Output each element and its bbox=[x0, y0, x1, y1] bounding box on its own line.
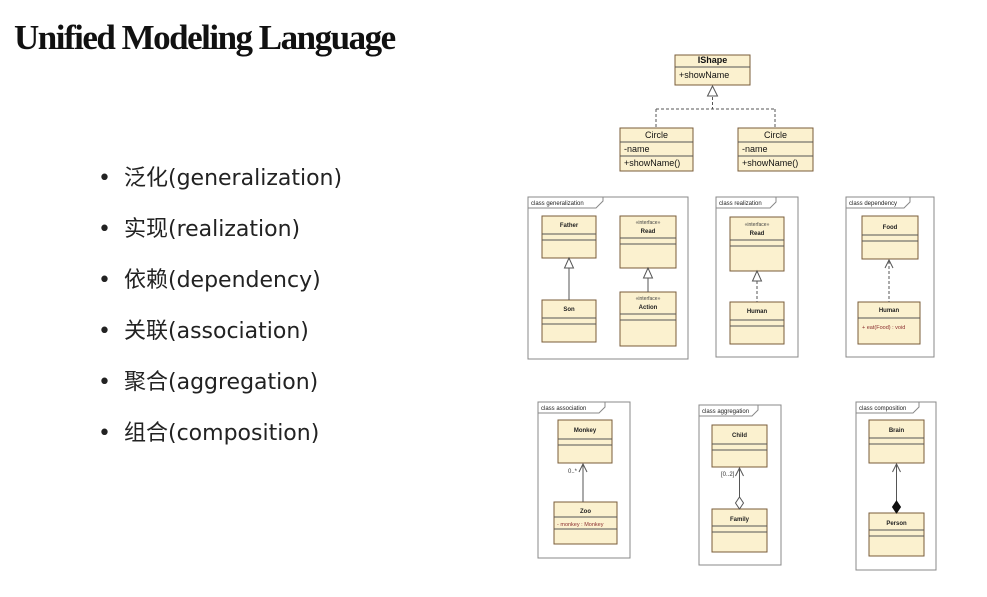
class-name: Human bbox=[747, 309, 768, 315]
read-interface-box: «interface» Read bbox=[619, 215, 677, 269]
class-field: -name bbox=[742, 144, 768, 154]
bullet-icon: • bbox=[98, 319, 111, 344]
panel-title: class aggregation bbox=[702, 409, 749, 415]
aggregation-arrowhead-icon bbox=[735, 466, 744, 477]
bullet-icon: • bbox=[98, 166, 111, 191]
class-name: Brain bbox=[889, 428, 905, 434]
list-item: • 关联(association) bbox=[98, 313, 342, 364]
human-class-box: Human bbox=[729, 301, 785, 345]
panel-title: class dependency bbox=[849, 201, 897, 207]
panel-dependency: class dependency Food Human + eat(Food) … bbox=[845, 196, 935, 358]
human-class-box: Human + eat(Food) : void bbox=[857, 301, 921, 345]
child-class-box: Child bbox=[711, 424, 768, 468]
class-field: -name bbox=[624, 144, 650, 154]
class-name: Person bbox=[886, 521, 907, 527]
page-title: Unified Modeling Language bbox=[14, 18, 396, 57]
class-operation: + eat(Food) : void bbox=[862, 325, 905, 331]
brain-class-box: Brain bbox=[868, 419, 925, 464]
class-name: Circle bbox=[764, 130, 787, 140]
bullet-icon: • bbox=[98, 268, 111, 293]
panel-association: class association Monkey Zoo - monkey : … bbox=[537, 401, 631, 559]
class-name: Zoo bbox=[580, 509, 591, 515]
class-name: Read bbox=[641, 229, 656, 235]
panel-title: class association bbox=[541, 406, 586, 412]
food-class-box: Food bbox=[861, 215, 919, 260]
class-name: Family bbox=[730, 517, 750, 523]
circle-class-box-right: Circle -name +showName() bbox=[737, 127, 814, 172]
bullet-icon: • bbox=[98, 370, 111, 395]
panel-composition: class composition Brain Person bbox=[855, 401, 937, 571]
zoo-class-box: Zoo - monkey : Monkey bbox=[553, 501, 618, 545]
person-class-box: Person bbox=[868, 512, 925, 557]
panel-realization: class realization «interface» Read Human bbox=[715, 196, 799, 358]
class-method: +showName bbox=[679, 70, 729, 80]
class-name: IShape bbox=[698, 55, 728, 65]
class-stereotype: «interface» bbox=[636, 296, 661, 302]
class-method: +showName() bbox=[624, 158, 680, 168]
class-name: Child bbox=[732, 433, 747, 439]
read-interface-box: «interface» Read bbox=[729, 216, 785, 272]
father-class-box: Father bbox=[541, 215, 597, 259]
generalization-arrowhead-icon bbox=[642, 266, 654, 279]
action-interface-box: «interface» Action bbox=[619, 291, 677, 347]
circle-class-box-left: Circle -name +showName() bbox=[619, 127, 694, 172]
class-name: Action bbox=[639, 305, 658, 311]
panel-aggregation: class aggregation Child Family [0..2] bbox=[698, 404, 782, 566]
relationship-list: • 泛化(generalization) • 实现(realization) • 依赖… bbox=[98, 160, 342, 466]
class-method: +showName() bbox=[742, 158, 798, 168]
family-class-box: Family bbox=[711, 508, 768, 553]
ishape-class-box: IShape +showName bbox=[674, 54, 751, 86]
panel-title: class composition bbox=[859, 406, 906, 412]
list-item-label: 实现(realization) bbox=[124, 217, 301, 242]
panel-generalization: class generalization Father Son «interfa… bbox=[527, 196, 689, 360]
multiplicity-label: [0..2] bbox=[721, 472, 735, 478]
multiplicity-label: 0..* bbox=[568, 469, 578, 475]
list-item: • 依赖(dependency) bbox=[98, 262, 342, 313]
list-item: • 聚合(aggregation) bbox=[98, 364, 342, 415]
panel-title: class generalization bbox=[531, 201, 584, 207]
ishape-diagram: IShape +showName Circle -name +showName(… bbox=[619, 54, 814, 172]
list-item: • 泛化(generalization) bbox=[98, 160, 342, 211]
class-name: Father bbox=[560, 223, 579, 229]
dependency-arrowhead-icon bbox=[884, 258, 894, 269]
bullet-icon: • bbox=[98, 421, 111, 446]
class-name: Human bbox=[879, 308, 900, 314]
bullet-icon: • bbox=[98, 217, 111, 242]
list-item-label: 组合(composition) bbox=[124, 421, 320, 446]
son-class-box: Son bbox=[541, 299, 597, 343]
realization-connector bbox=[655, 97, 776, 128]
class-stereotype: «interface» bbox=[636, 220, 661, 226]
composition-arrowhead-icon bbox=[892, 462, 901, 473]
realization-arrowhead-icon bbox=[706, 84, 719, 97]
generalization-arrowhead-icon bbox=[563, 256, 575, 269]
list-item-label: 依赖(dependency) bbox=[124, 268, 321, 293]
aggregation-diamond-icon bbox=[734, 496, 745, 510]
class-name: Monkey bbox=[574, 428, 597, 434]
monkey-class-box: Monkey bbox=[557, 419, 613, 464]
association-arrowhead-icon bbox=[578, 462, 588, 473]
class-name: Son bbox=[563, 307, 575, 313]
list-item: • 实现(realization) bbox=[98, 211, 342, 262]
class-stereotype: «interface» bbox=[745, 222, 770, 228]
realization-arrowhead-icon bbox=[751, 269, 763, 282]
class-attribute: - monkey : Monkey bbox=[557, 522, 604, 528]
panel-title: class realization bbox=[719, 201, 762, 207]
list-item-label: 泛化(generalization) bbox=[124, 166, 343, 191]
list-item: • 组合(composition) bbox=[98, 415, 342, 466]
class-name: Food bbox=[883, 225, 898, 231]
class-name: Circle bbox=[645, 130, 668, 140]
class-name: Read bbox=[750, 231, 765, 237]
list-item-label: 关联(association) bbox=[124, 319, 309, 344]
composition-diamond-icon bbox=[891, 500, 902, 514]
list-item-label: 聚合(aggregation) bbox=[124, 370, 319, 395]
